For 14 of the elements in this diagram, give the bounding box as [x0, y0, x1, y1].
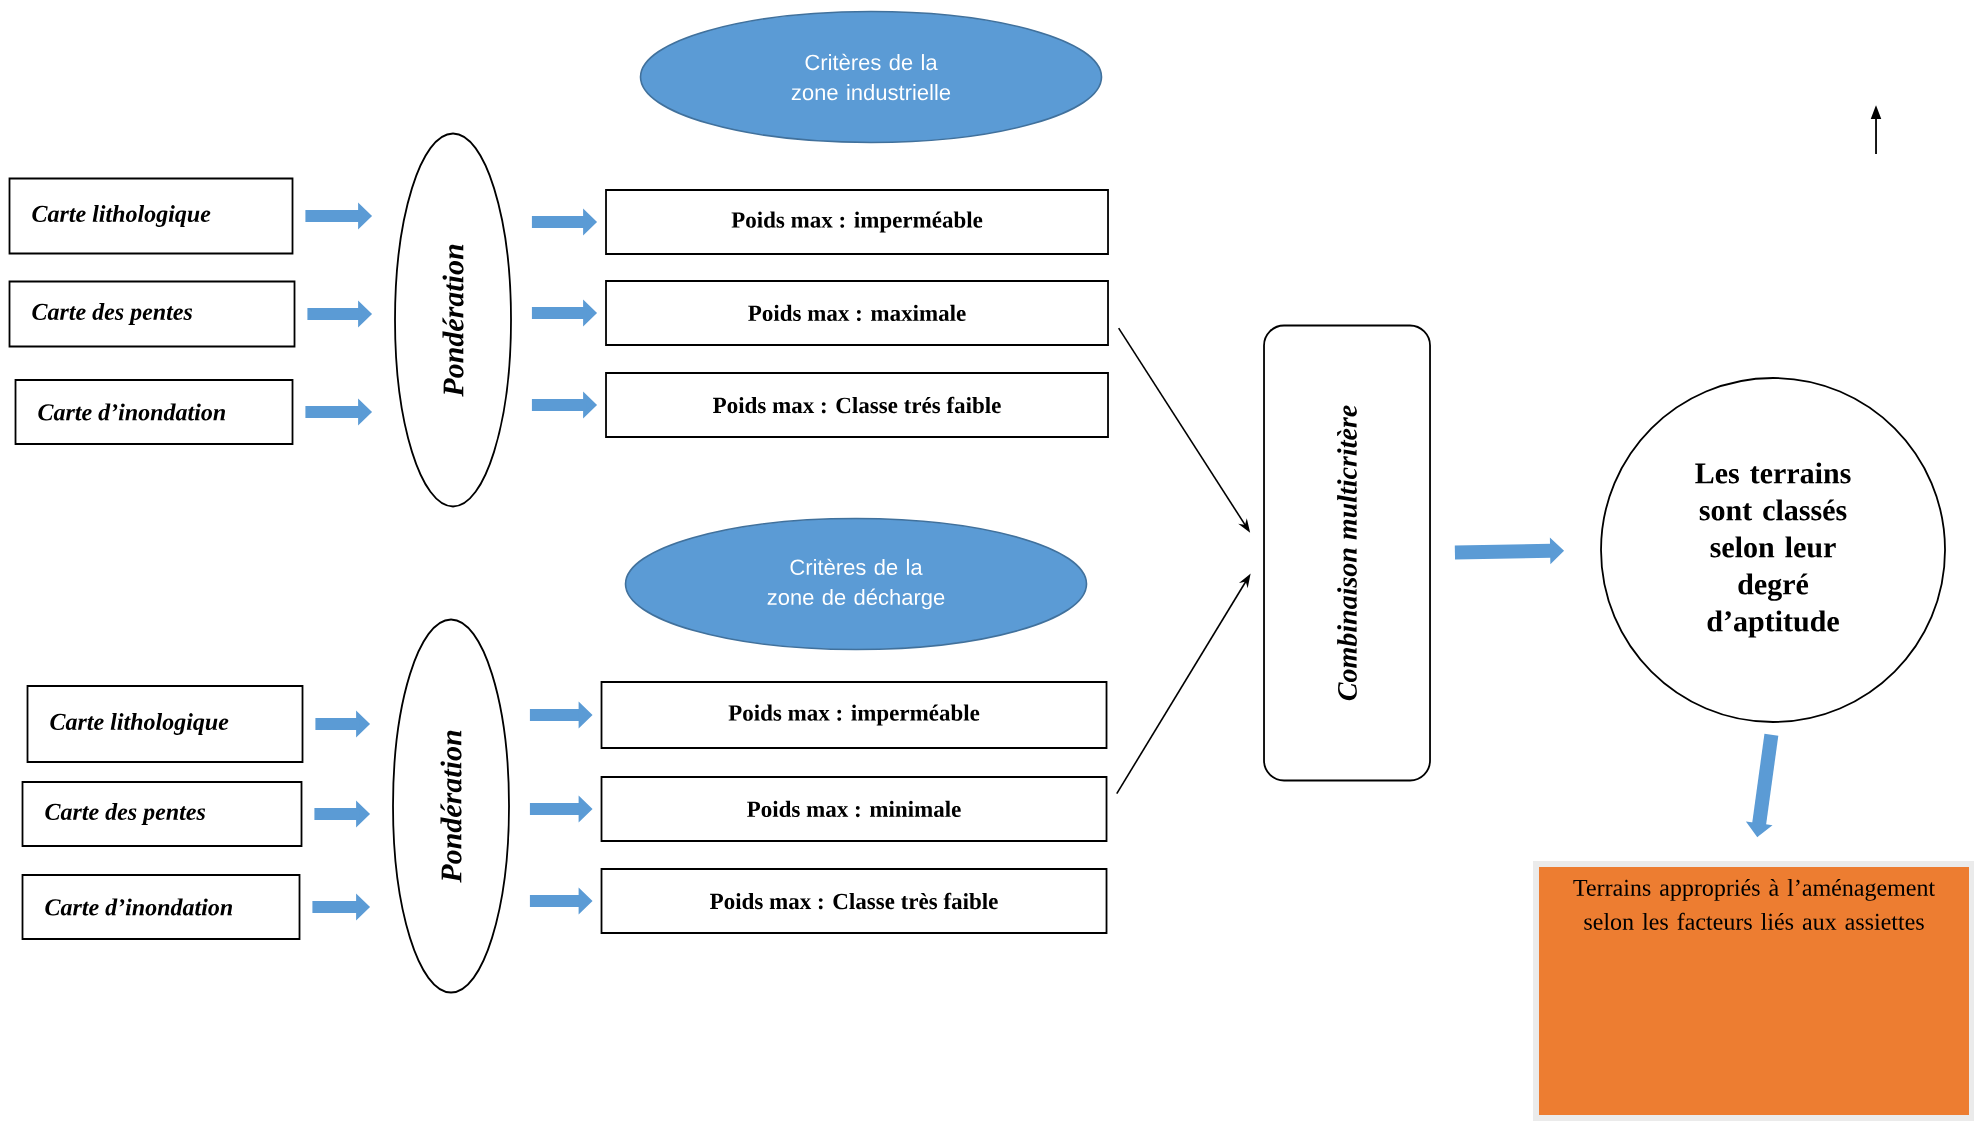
result-box: Terrains appropriés à l’aménagement selon les facteurs liés aux assiettes [1533, 861, 1974, 1121]
weight-box: Poids max : imperméable [600, 681, 1108, 749]
weight-box: Poids max : minimale [600, 776, 1108, 842]
map-box: Carte d’inondation [14, 379, 294, 445]
weight-box: Poids max : Classe trés faible [605, 372, 1109, 438]
weight-box: Poids max : imperméable [605, 189, 1109, 255]
map-box: Carte lithologique [26, 685, 304, 763]
map-box: Carte d’inondation [21, 874, 301, 940]
map-box: Carte des pentes [21, 781, 303, 847]
map-box: Carte lithologique [8, 177, 294, 255]
combination-box: Combinaison multicritère [1263, 324, 1431, 782]
weight-box: Poids max : maximale [605, 280, 1109, 346]
map-box: Carte des pentes [8, 280, 296, 348]
weight-box: Poids max : Classe très faible [600, 868, 1108, 934]
